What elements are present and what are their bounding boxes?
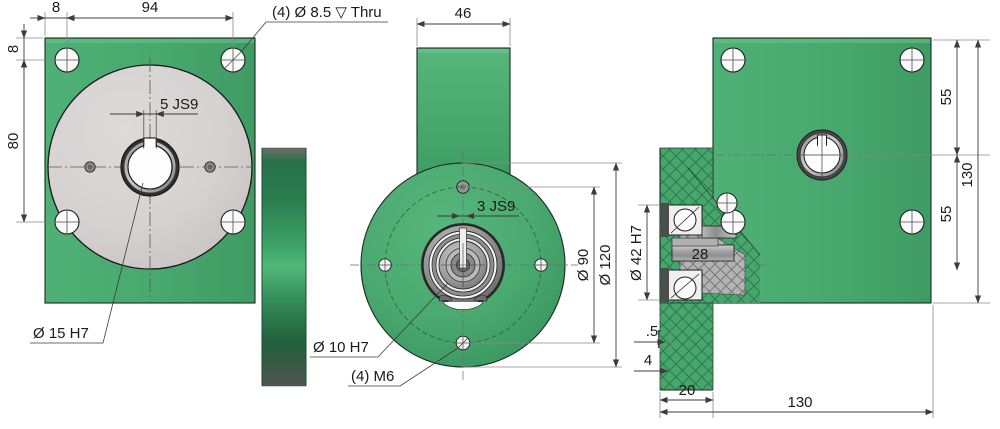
bolt-hole-top-left bbox=[54, 47, 80, 73]
bearing-lower bbox=[661, 268, 703, 302]
keyed-bore-15h7 bbox=[120, 110, 180, 197]
dim-label-55-lower: 55 bbox=[938, 206, 955, 223]
right-view-dimensions: Ø 42 H7 55 55 130 .5 4 bbox=[628, 39, 990, 418]
side-bolt-holes bbox=[716, 47, 925, 235]
left-view-dimensions: 8 94 8 80 5 JS9 bbox=[5, 0, 234, 223]
callout-dowel-10-group: Ø 10 H7 bbox=[310, 282, 449, 358]
shaft-boss-cylinder bbox=[261, 147, 307, 387]
dim-label-3-js9: 3 JS9 bbox=[477, 198, 515, 215]
dim-label-5-thickness: .5 bbox=[646, 323, 659, 340]
dim-label-46: 46 bbox=[455, 5, 472, 22]
side-bolt-hole-mid-left bbox=[720, 209, 746, 235]
dim-label-55-upper: 55 bbox=[938, 89, 955, 106]
dowel-pin-holes-left-view bbox=[84, 161, 216, 173]
dim-label-130-vertical: 130 bbox=[959, 162, 976, 187]
side-bolt-hole-neck bbox=[716, 192, 738, 214]
dim-label-dia-42-h7: Ø 42 H7 bbox=[628, 225, 645, 281]
dim-label-28: 28 bbox=[692, 246, 709, 263]
callout-label-bore-15: Ø 15 H7 bbox=[33, 325, 89, 342]
side-bolt-hole-mid-right bbox=[899, 209, 925, 235]
dim-label-20: 20 bbox=[679, 382, 696, 399]
dim-label-130-horizontal: 130 bbox=[787, 394, 812, 411]
bolt-hole-bottom-right bbox=[220, 209, 246, 235]
shaft-28: 28 bbox=[671, 237, 735, 263]
callout-m6-group: (4) M6 bbox=[348, 347, 459, 387]
dim-label-5-js9: 5 JS9 bbox=[160, 96, 198, 113]
section-leg-bottom bbox=[659, 302, 714, 391]
side-bolt-hole-top-left bbox=[720, 47, 746, 73]
dim-label-dia-120: Ø 120 bbox=[597, 245, 614, 286]
flange-hole-left bbox=[378, 258, 392, 272]
dim-label-8-vertical: 8 bbox=[5, 45, 22, 53]
side-bolt-hole-top-right bbox=[899, 47, 925, 73]
dim-label-80: 80 bbox=[5, 133, 22, 150]
flange-hole-right bbox=[534, 258, 548, 272]
bolt-hole-bottom-left bbox=[54, 209, 80, 235]
dim-label-94: 94 bbox=[142, 0, 159, 16]
view-side-section: 28 bbox=[628, 37, 990, 418]
callout-label-m6: (4) M6 bbox=[351, 368, 394, 385]
dim-label-4-thickness: 4 bbox=[644, 352, 652, 369]
output-hub-assembly bbox=[421, 223, 505, 310]
bolt-hole-top-right bbox=[220, 47, 246, 73]
callout-bore-15-group: Ø 15 H7 bbox=[30, 182, 144, 344]
callout-label-bolt-holes: (4) Ø 8.5 ▽ Thru bbox=[272, 4, 382, 21]
dim-label-dia-90: Ø 90 bbox=[575, 249, 592, 282]
callout-bolt-holes-group: (4) Ø 8.5 ▽ Thru bbox=[240, 4, 388, 53]
callout-label-dowel-10: Ø 10 H7 bbox=[313, 339, 369, 356]
view-front-face: 8 94 8 80 5 JS9 (4) Ø 8.5 ▽ Th bbox=[5, 0, 388, 387]
dim-label-8-horizontal: 8 bbox=[52, 0, 60, 16]
middle-view-dimensions: 46 3 JS9 Ø 90 Ø 120 bbox=[416, 5, 622, 368]
view-output-flange: 46 3 JS9 Ø 90 Ø 120 Ø 10 H7 (4) M6 bbox=[310, 5, 622, 387]
